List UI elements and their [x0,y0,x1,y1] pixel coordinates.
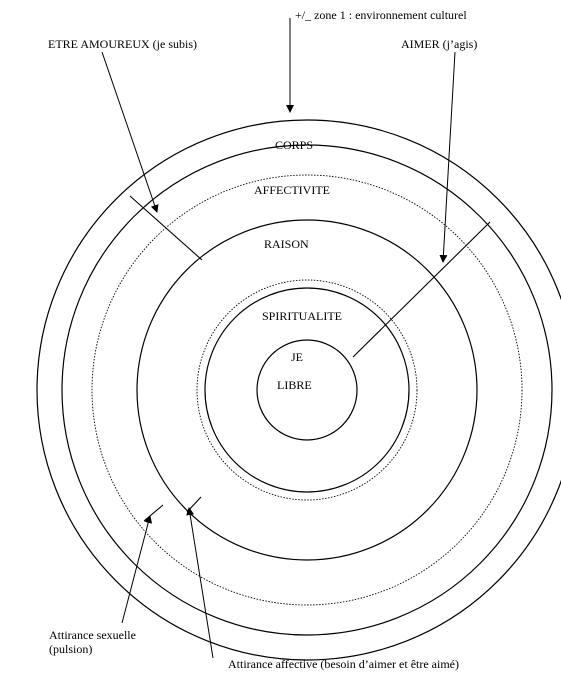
ring-spiritualite-outer [204,287,410,493]
outer-ring-culture [36,119,561,661]
ring-corps [61,144,553,636]
arrow-attirance-sexuelle [121,515,153,624]
ring-je-libre [256,339,358,441]
label-corps: CORPS [275,138,314,152]
label-attirance-sexuelle-line1: Attirance sexuelle [49,628,136,642]
segment-attirance-sexuelle [143,504,164,522]
ring-spiritualite [196,279,418,501]
label-etre-amoureux: ETRE AMOUREUX (je subis) [48,37,197,51]
label-raison: RAISON [264,237,309,251]
label-je: JE [291,350,303,364]
segment-etre-amoureux [129,195,203,261]
arrow-aimer [439,51,456,263]
label-spiritualite: SPIRITUALITE [262,309,342,323]
ring-affectivite [91,174,523,606]
label-attirance-affective: Attirance affective (besoin d’aimer et ê… [228,657,459,671]
label-affectivite: AFFECTIVITE [254,183,330,197]
ring-raison [136,219,478,561]
label-libre: LIBRE [277,378,312,392]
label-attirance-sexuelle-line2: (pulsion) [49,642,93,656]
segment-aimer [352,221,491,358]
arrow-attirance-affective [186,507,214,659]
arrow-etre-amoureux [101,51,159,213]
label-attirance-sexuelle: Attirance sexuelle (pulsion) [49,628,136,656]
label-aimer: AIMER (j’agis) [401,37,478,51]
label-culture-zone: +/_ zone 1 : environnement culturel [295,8,467,22]
